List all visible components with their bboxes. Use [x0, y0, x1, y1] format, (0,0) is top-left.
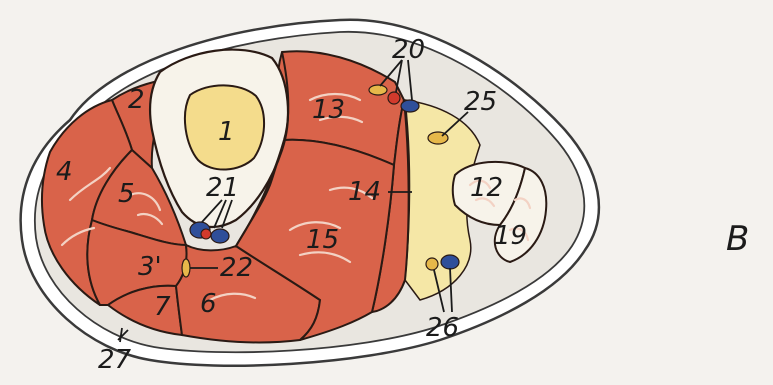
label-19: 19	[494, 221, 527, 251]
label-27: 27	[98, 345, 132, 375]
label-6: 6	[200, 289, 217, 319]
nerve-20	[369, 85, 387, 95]
label-3prime: 3'	[138, 252, 162, 282]
artery-21	[201, 229, 211, 239]
nerve-26	[426, 258, 438, 270]
label-26: 26	[426, 313, 459, 343]
figure-letter: B	[726, 219, 749, 259]
label-21: 21	[206, 173, 239, 203]
label-25: 25	[464, 87, 497, 117]
label-4: 4	[56, 157, 73, 187]
label-2: 2	[128, 85, 145, 115]
artery-20	[388, 92, 400, 104]
label-5: 5	[118, 179, 135, 209]
label-15: 15	[306, 225, 339, 255]
label-7: 7	[154, 292, 171, 322]
label-13: 13	[312, 95, 345, 125]
vein-26	[441, 255, 459, 269]
label-20: 20	[392, 35, 425, 65]
label-22: 22	[220, 253, 253, 283]
label-1: 1	[218, 117, 235, 147]
label-12: 12	[470, 173, 503, 203]
nerve-22	[182, 259, 190, 277]
vein-21b	[211, 229, 229, 243]
label-14: 14	[348, 177, 381, 207]
vein-20	[401, 100, 419, 112]
